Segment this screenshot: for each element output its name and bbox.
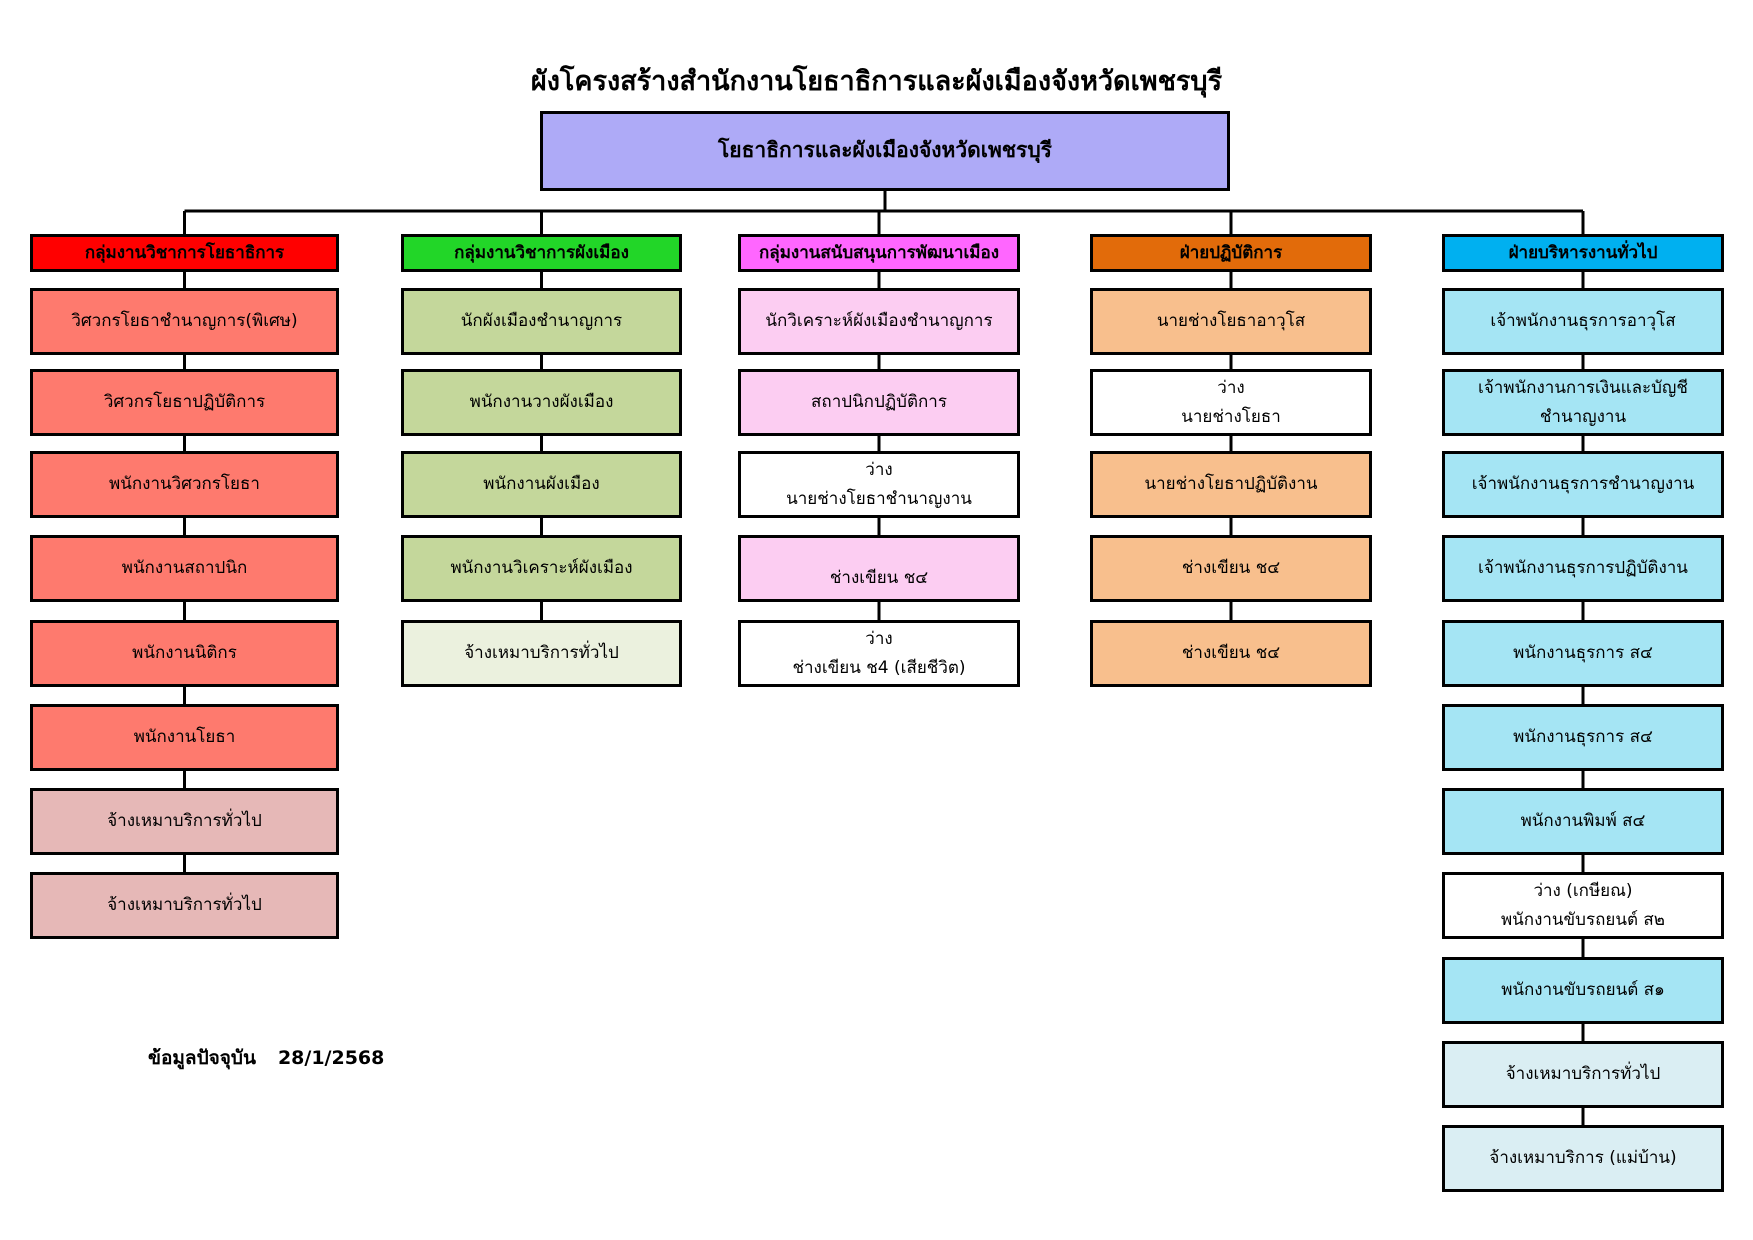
group-header-label: ฝ่ายปฏิบัติการ	[1179, 242, 1283, 263]
position-box: พนักงานสถาปนิก	[30, 535, 339, 602]
position-label: นายช่างโยธา	[1181, 406, 1281, 427]
group-header-g3: กลุ่มงานสนับสนุนการพัฒนาเมือง	[738, 234, 1020, 272]
note-date: 28/1/2568	[277, 1047, 385, 1069]
position-box: ช่างเขียน ช๔	[1090, 620, 1372, 687]
position-label: จ้างเหมาบริการ (แม่บ้าน)	[1489, 1148, 1677, 1169]
position-box: พนักงานวิเคราะห์ผังเมือง	[401, 535, 682, 602]
position-label: พนักงานผังเมือง	[483, 474, 600, 495]
position-label: ช่างเขียน ช๔	[829, 568, 929, 589]
position-label: วิศวกรโยธาชำนาญการ(พิเศษ)	[71, 311, 298, 332]
position-box: ว่างช่างเขียน ช4 (เสียชีวิต)	[738, 620, 1020, 687]
position-box: ว่างนายช่างโยธา	[1090, 369, 1372, 436]
position-label: ว่าง	[1217, 377, 1245, 398]
position-box: ว่างนายช่างโยธาชำนาญงาน	[738, 451, 1020, 518]
group-header-label: ฝ่ายบริหารงานทั่วไป	[1508, 242, 1658, 263]
position-box: พนักงานธุรการ ส๔	[1442, 620, 1724, 687]
position-box: นายช่างโยธาปฏิบัติงาน	[1090, 451, 1372, 518]
position-box: พนักงานโยธา	[30, 704, 339, 771]
group-header-label: กลุ่มงานวิชาการโยธาธิการ	[84, 242, 285, 263]
note-label: ข้อมูลปัจจุบัน	[148, 1047, 256, 1069]
position-label: จ้างเหมาบริการทั่วไป	[1505, 1064, 1661, 1085]
position-box: จ้างเหมาบริการทั่วไป	[401, 620, 682, 687]
position-label: พนักงานสถาปนิก	[121, 558, 248, 579]
position-box: จ้างเหมาบริการทั่วไป	[30, 788, 339, 855]
position-box: เจ้าพนักงานธุรการอาวุโส	[1442, 288, 1724, 355]
position-box: จ้างเหมาบริการทั่วไป	[30, 872, 339, 939]
position-box: เจ้าพนักงานธุรการชำนาญงาน	[1442, 451, 1724, 518]
position-box: เจ้าพนักงานธุรการปฏิบัติงาน	[1442, 535, 1724, 602]
position-box: พนักงานวิศวกรโยธา	[30, 451, 339, 518]
position-label: พนักงานพิมพ์ ส๔	[1520, 811, 1646, 832]
group-header-label: กลุ่มงานสนับสนุนการพัฒนาเมือง	[758, 242, 1000, 263]
position-box: นักผังเมืองชำนาญการ	[401, 288, 682, 355]
position-box: พนักงานวางผังเมือง	[401, 369, 682, 436]
position-label: จ้างเหมาบริการทั่วไป	[107, 895, 262, 916]
position-label: พนักงานวิเคราะห์ผังเมือง	[450, 558, 633, 579]
position-label: นักผังเมืองชำนาญการ	[460, 311, 623, 332]
position-label: ช่างเขียน ช๔	[1181, 558, 1281, 579]
position-label: สถาปนิกปฏิบัติการ	[811, 392, 947, 413]
position-label: ชำนาญงาน	[1539, 406, 1627, 427]
position-box: พนักงานผังเมือง	[401, 451, 682, 518]
position-box: พนักงานธุรการ ส๔	[1442, 704, 1724, 771]
position-label: นายช่างโยธาปฏิบัติงาน	[1144, 474, 1318, 495]
position-label: ช่างเขียน ช4 (เสียชีวิต)	[792, 657, 966, 678]
position-label: นายช่างโยธาชำนาญงาน	[786, 488, 972, 509]
position-label: พนักงานขับรถยนต์ ส๒	[1500, 909, 1666, 930]
position-box: พนักงานนิติกร	[30, 620, 339, 687]
position-box: สถาปนิกปฏิบัติการ	[738, 369, 1020, 436]
position-label: เจ้าพนักงานการเงินและบัญชี	[1478, 377, 1688, 398]
position-label: ว่าง	[865, 459, 893, 480]
group-header-g5: ฝ่ายบริหารงานทั่วไป	[1442, 234, 1724, 272]
position-label: นักวิเคราะห์ผังเมืองชำนาญการ	[765, 311, 993, 332]
position-label: ว่าง	[865, 628, 893, 649]
position-label: พนักงานธุรการ ส๔	[1513, 643, 1653, 664]
position-label: พนักงานธุรการ ส๔	[1513, 727, 1653, 748]
group-header-label: กลุ่มงานวิชาการผังเมือง	[454, 242, 629, 263]
position-box: ช่างเขียน ช๔	[1090, 535, 1372, 602]
position-label: ช่างเขียน ช๔	[1181, 643, 1281, 664]
position-label: วิศวกรโยธาปฏิบัติการ	[103, 392, 266, 413]
position-label: จ้างเหมาบริการทั่วไป	[464, 643, 619, 664]
position-box: นายช่างโยธาอาวุโส	[1090, 288, 1372, 355]
position-box: ช่างเขียน ช๔	[738, 535, 1020, 602]
position-box: ว่าง (เกษียณ) พนักงานขับรถยนต์ ส๒	[1442, 872, 1724, 939]
position-label: จ้างเหมาบริการทั่วไป	[107, 811, 262, 832]
position-label: พนักงานโยธา	[133, 727, 236, 748]
root-node: โยธาธิการและผังเมืองจังหวัดเพชรบุรี	[540, 111, 1230, 191]
position-box: นักวิเคราะห์ผังเมืองชำนาญการ	[738, 288, 1020, 355]
position-box: พนักงานขับรถยนต์ ส๑	[1442, 957, 1724, 1024]
position-label: นายช่างโยธาอาวุโส	[1156, 311, 1306, 332]
position-box: วิศวกรโยธาชำนาญการ(พิเศษ)	[30, 288, 339, 355]
position-label: ว่าง (เกษียณ)	[1533, 880, 1633, 901]
group-header-g4: ฝ่ายปฏิบัติการ	[1090, 234, 1372, 272]
data-date-note: ข้อมูลปัจจุบัน 28/1/2568	[148, 1043, 406, 1073]
group-header-g2: กลุ่มงานวิชาการผังเมือง	[401, 234, 682, 272]
root-node-label: โยธาธิการและผังเมืองจังหวัดเพชรบุรี	[718, 138, 1052, 163]
position-label: พนักงานวางผังเมือง	[469, 392, 614, 413]
position-label: เจ้าพนักงานธุรการอาวุโส	[1490, 311, 1676, 332]
position-box: พนักงานพิมพ์ ส๔	[1442, 788, 1724, 855]
position-label: พนักงานวิศวกรโยธา	[109, 474, 260, 495]
group-header-g1: กลุ่มงานวิชาการโยธาธิการ	[30, 234, 339, 272]
position-label: พนักงานขับรถยนต์ ส๑	[1501, 980, 1665, 1001]
position-box: จ้างเหมาบริการทั่วไป	[1442, 1041, 1724, 1108]
position-box: จ้างเหมาบริการ (แม่บ้าน)	[1442, 1125, 1724, 1192]
position-label: พนักงานนิติกร	[132, 643, 237, 664]
position-box: วิศวกรโยธาปฏิบัติการ	[30, 369, 339, 436]
chart-title: ผังโครงสร้างสำนักงานโยธาธิการและผังเมือง…	[530, 66, 1223, 97]
position-box: เจ้าพนักงานการเงินและบัญชีชำนาญงาน	[1442, 369, 1724, 436]
position-label: เจ้าพนักงานธุรการปฏิบัติงาน	[1478, 558, 1688, 579]
position-label: เจ้าพนักงานธุรการชำนาญงาน	[1471, 474, 1695, 495]
